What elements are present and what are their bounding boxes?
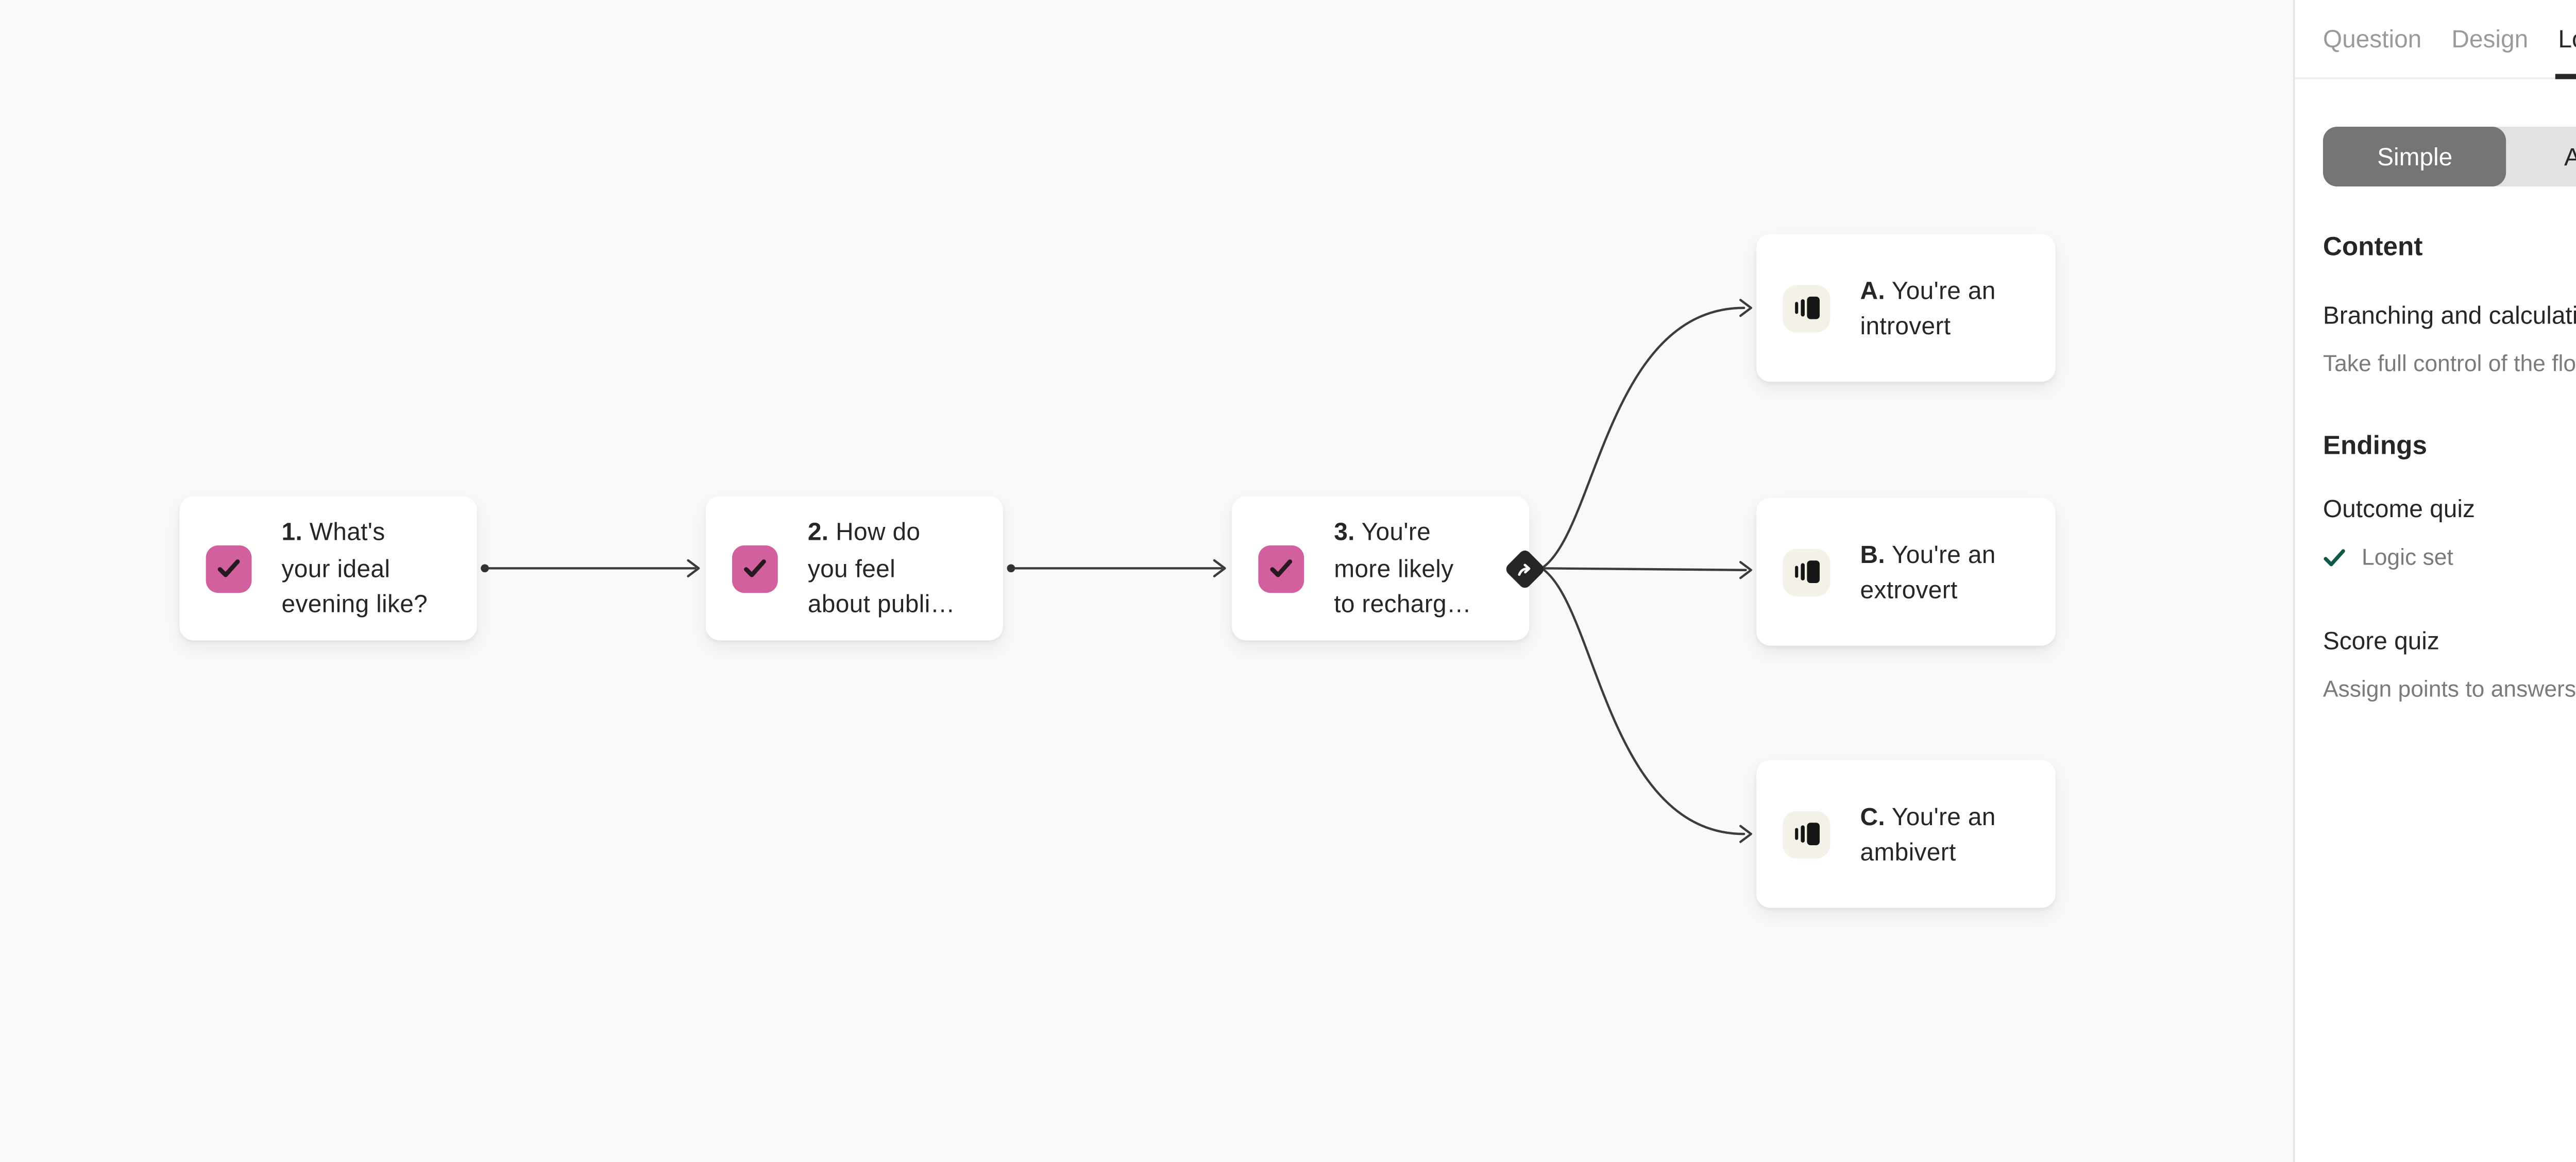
tab-logic[interactable]: Logic	[2554, 0, 2576, 79]
multiple-choice-icon	[732, 544, 778, 592]
toggle-simple[interactable]: Simple	[2323, 126, 2507, 187]
logic-settings-panel: Question Design Logic Simple	[2293, 0, 2576, 1162]
question-node-3-label: 3. You're more likely to recharg…	[1334, 518, 1472, 618]
ending-letter: C.	[1860, 801, 1886, 830]
ending-screen-icon	[1783, 810, 1831, 858]
ending-node-c-label: C. You're an ambivert	[1860, 801, 1996, 866]
question-node-2[interactable]: 2. How do you feel about publi…	[705, 496, 1004, 641]
score-quiz-row[interactable]: Score quiz	[2323, 626, 2576, 656]
content-section-heading: Content	[2323, 232, 2423, 262]
toggle-advanced[interactable]: Advanced	[2507, 127, 2576, 186]
ending-node-b[interactable]: B. You're an extrovert	[1756, 498, 2056, 646]
branching-row-title: Branching and calculations	[2323, 301, 2576, 329]
question-node-1-label: 1. What's your ideal evening like?	[281, 518, 428, 618]
branching-and-calculations-row[interactable]: Branching and calculations	[2323, 301, 2576, 331]
flow-canvas[interactable]: 1. What's your ideal evening like? 2. Ho…	[0, 0, 2293, 1162]
ending-node-c[interactable]: C. You're an ambivert	[1756, 760, 2056, 908]
multiple-choice-icon	[206, 544, 252, 592]
flow-connectors	[481, 299, 1752, 843]
question-number: 1.	[281, 518, 303, 546]
ending-screen-icon	[1783, 284, 1831, 332]
outcome-quiz-row[interactable]: Outcome quiz	[2323, 494, 2576, 524]
score-quiz-title: Score quiz	[2323, 626, 2439, 655]
panel-body: Simple Advanced Content Branching and ca…	[2295, 126, 2576, 704]
branching-row-subtitle: Take full control of the flow	[2323, 350, 2576, 377]
score-quiz-subtitle: Assign points to answers	[2323, 675, 2576, 702]
endings-section-heading: Endings	[2323, 431, 2427, 461]
outcome-quiz-status-text: Logic set	[2362, 543, 2453, 570]
question-node-2-label: 2. How do you feel about publi…	[807, 518, 955, 618]
ending-letter: A.	[1860, 275, 1886, 304]
outcome-quiz-status: Logic set	[2323, 543, 2576, 572]
check-icon	[2324, 549, 2345, 567]
logic-mode-toggle: Simple Advanced	[2323, 126, 2576, 187]
ending-node-a-label: A. You're an introvert	[1860, 275, 1996, 340]
panel-tabbar: Question Design Logic	[2295, 0, 2576, 79]
tab-question[interactable]: Question	[2323, 24, 2422, 53]
ending-node-a[interactable]: A. You're an introvert	[1756, 234, 2056, 382]
ending-node-b-label: B. You're an extrovert	[1860, 539, 1996, 604]
question-number: 3.	[1334, 518, 1355, 546]
ending-screen-icon	[1783, 548, 1831, 596]
branching-condition-icon[interactable]	[1503, 547, 1546, 590]
question-node-1[interactable]: 1. What's your ideal evening like?	[179, 496, 477, 641]
multiple-choice-icon	[1258, 544, 1304, 592]
ending-letter: B.	[1860, 539, 1886, 568]
outcome-quiz-title: Outcome quiz	[2323, 494, 2475, 523]
tab-design[interactable]: Design	[2451, 24, 2529, 53]
question-node-3[interactable]: 3. You're more likely to recharg…	[1232, 496, 1530, 641]
question-number: 2.	[807, 518, 829, 546]
